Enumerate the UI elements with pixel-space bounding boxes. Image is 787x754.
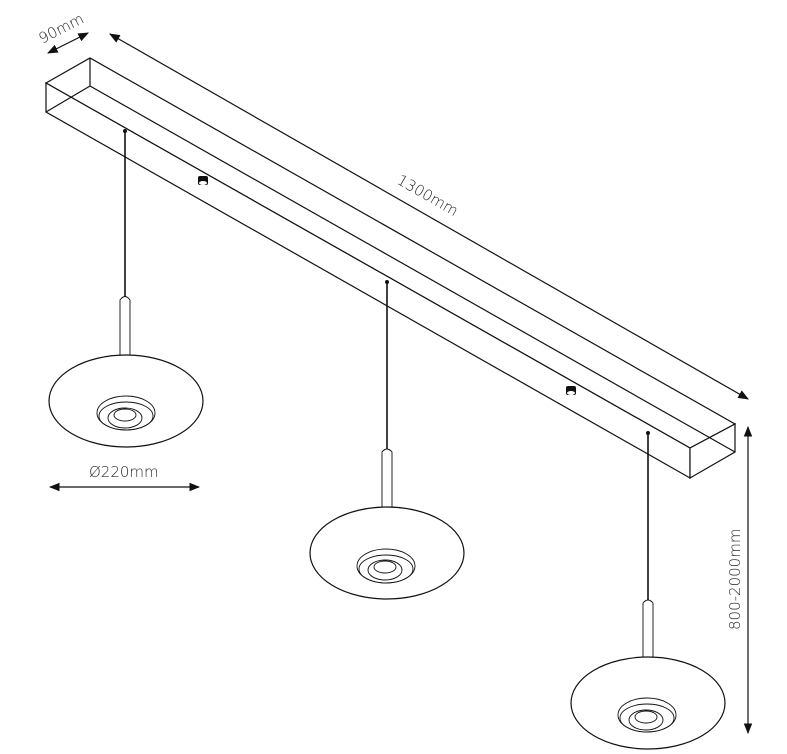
pendant-stem bbox=[119, 296, 131, 355]
dimension-drop-height: 800-2000mm bbox=[726, 425, 753, 735]
light-ring-inner bbox=[367, 559, 403, 581]
dimension-arrow-icon bbox=[109, 33, 749, 400]
shade-diameter-label: Ø220mm bbox=[89, 463, 159, 481]
pendant-stem bbox=[642, 599, 654, 658]
light-ring-inner bbox=[628, 709, 664, 731]
pendant-2 bbox=[309, 280, 465, 600]
drop-height-label: 800-2000mm bbox=[726, 529, 744, 630]
pendant-3 bbox=[570, 431, 726, 750]
mounting-screw-icon bbox=[566, 386, 576, 395]
light-ring-inner bbox=[107, 407, 143, 429]
dimension-canopy-length: 1300mm bbox=[109, 33, 749, 400]
mounting-screw-icon bbox=[198, 176, 208, 185]
pendant-stem bbox=[381, 448, 393, 507]
dimension-arrow-icon bbox=[47, 32, 89, 54]
dimension-shade-diameter: Ø220mm bbox=[48, 463, 201, 492]
canopy-length-label: 1300mm bbox=[394, 171, 461, 220]
canopy-width-label: 90mm bbox=[36, 10, 87, 48]
dimension-canopy-width: 90mm bbox=[36, 10, 89, 54]
